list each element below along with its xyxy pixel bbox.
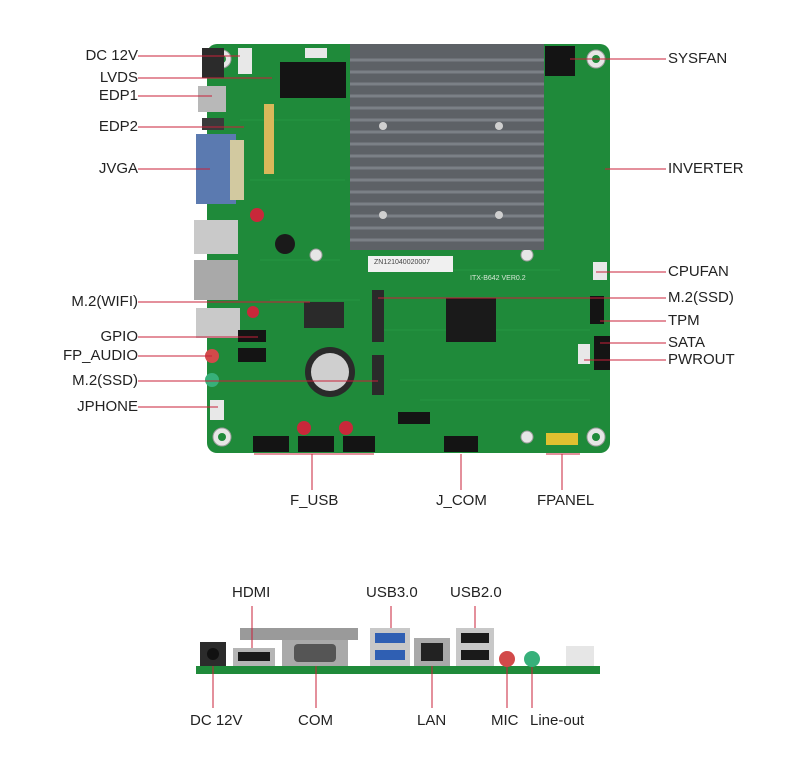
left-io-stack [194,48,240,387]
label-inverter: INVERTER [668,160,744,177]
label-pwrout: PWROUT [668,351,735,368]
pin-headers [210,46,610,452]
board-sticker [368,256,453,272]
label-lvds: LVDS [99,69,138,86]
heatsink [350,44,544,250]
label-io-com: COM [298,712,333,729]
label-io-line-out: Line-out [530,712,585,729]
label-hdmi: HDMI [232,584,271,601]
label-jvga: JVGA [98,160,138,177]
m2-slots [304,290,384,395]
label-cpufan: CPUFAN [668,263,729,280]
label-edp1: EDP1 [98,87,138,104]
capacitors [247,208,353,435]
leader-lines [138,55,666,490]
label-dc12v: DC 12V [85,47,138,64]
io-panel [196,628,600,674]
board-model: ITX-B642 VER0.2 [470,275,526,282]
label-io-dc12v: DC 12V [190,712,243,729]
cmos-battery [305,347,355,397]
mic-jack [499,651,515,667]
label-tpm: TPM [668,312,700,329]
label-usb3: USB3.0 [366,584,418,601]
board-id: ZN121040020007 [374,259,431,266]
label-m2-wifi: M.2(WIFI) [71,293,138,310]
label-fp-audio: FP_AUDIO [62,347,138,364]
label-j-com: J_COM [436,492,487,509]
label-io-mic: MIC [491,712,519,729]
line-out-jack [524,651,540,667]
label-m2-ssd-left: M.2(SSD) [72,372,138,389]
buzzer [275,234,295,254]
label-gpio: GPIO [100,328,138,345]
chipset [446,298,496,342]
label-sata: SATA [668,334,705,351]
label-m2-ssd-right: M.2(SSD) [668,289,734,306]
label-usb2: USB2.0 [450,584,502,601]
io-leader-lines [212,606,533,708]
label-fpanel: FPANEL [537,492,595,509]
label-sysfan: SYSFAN [668,50,728,67]
label-f-usb: F_USB [290,492,339,509]
label-io-lan: LAN [417,712,447,729]
label-edp2: EDP2 [98,118,138,135]
label-jphone: JPHONE [77,398,138,415]
